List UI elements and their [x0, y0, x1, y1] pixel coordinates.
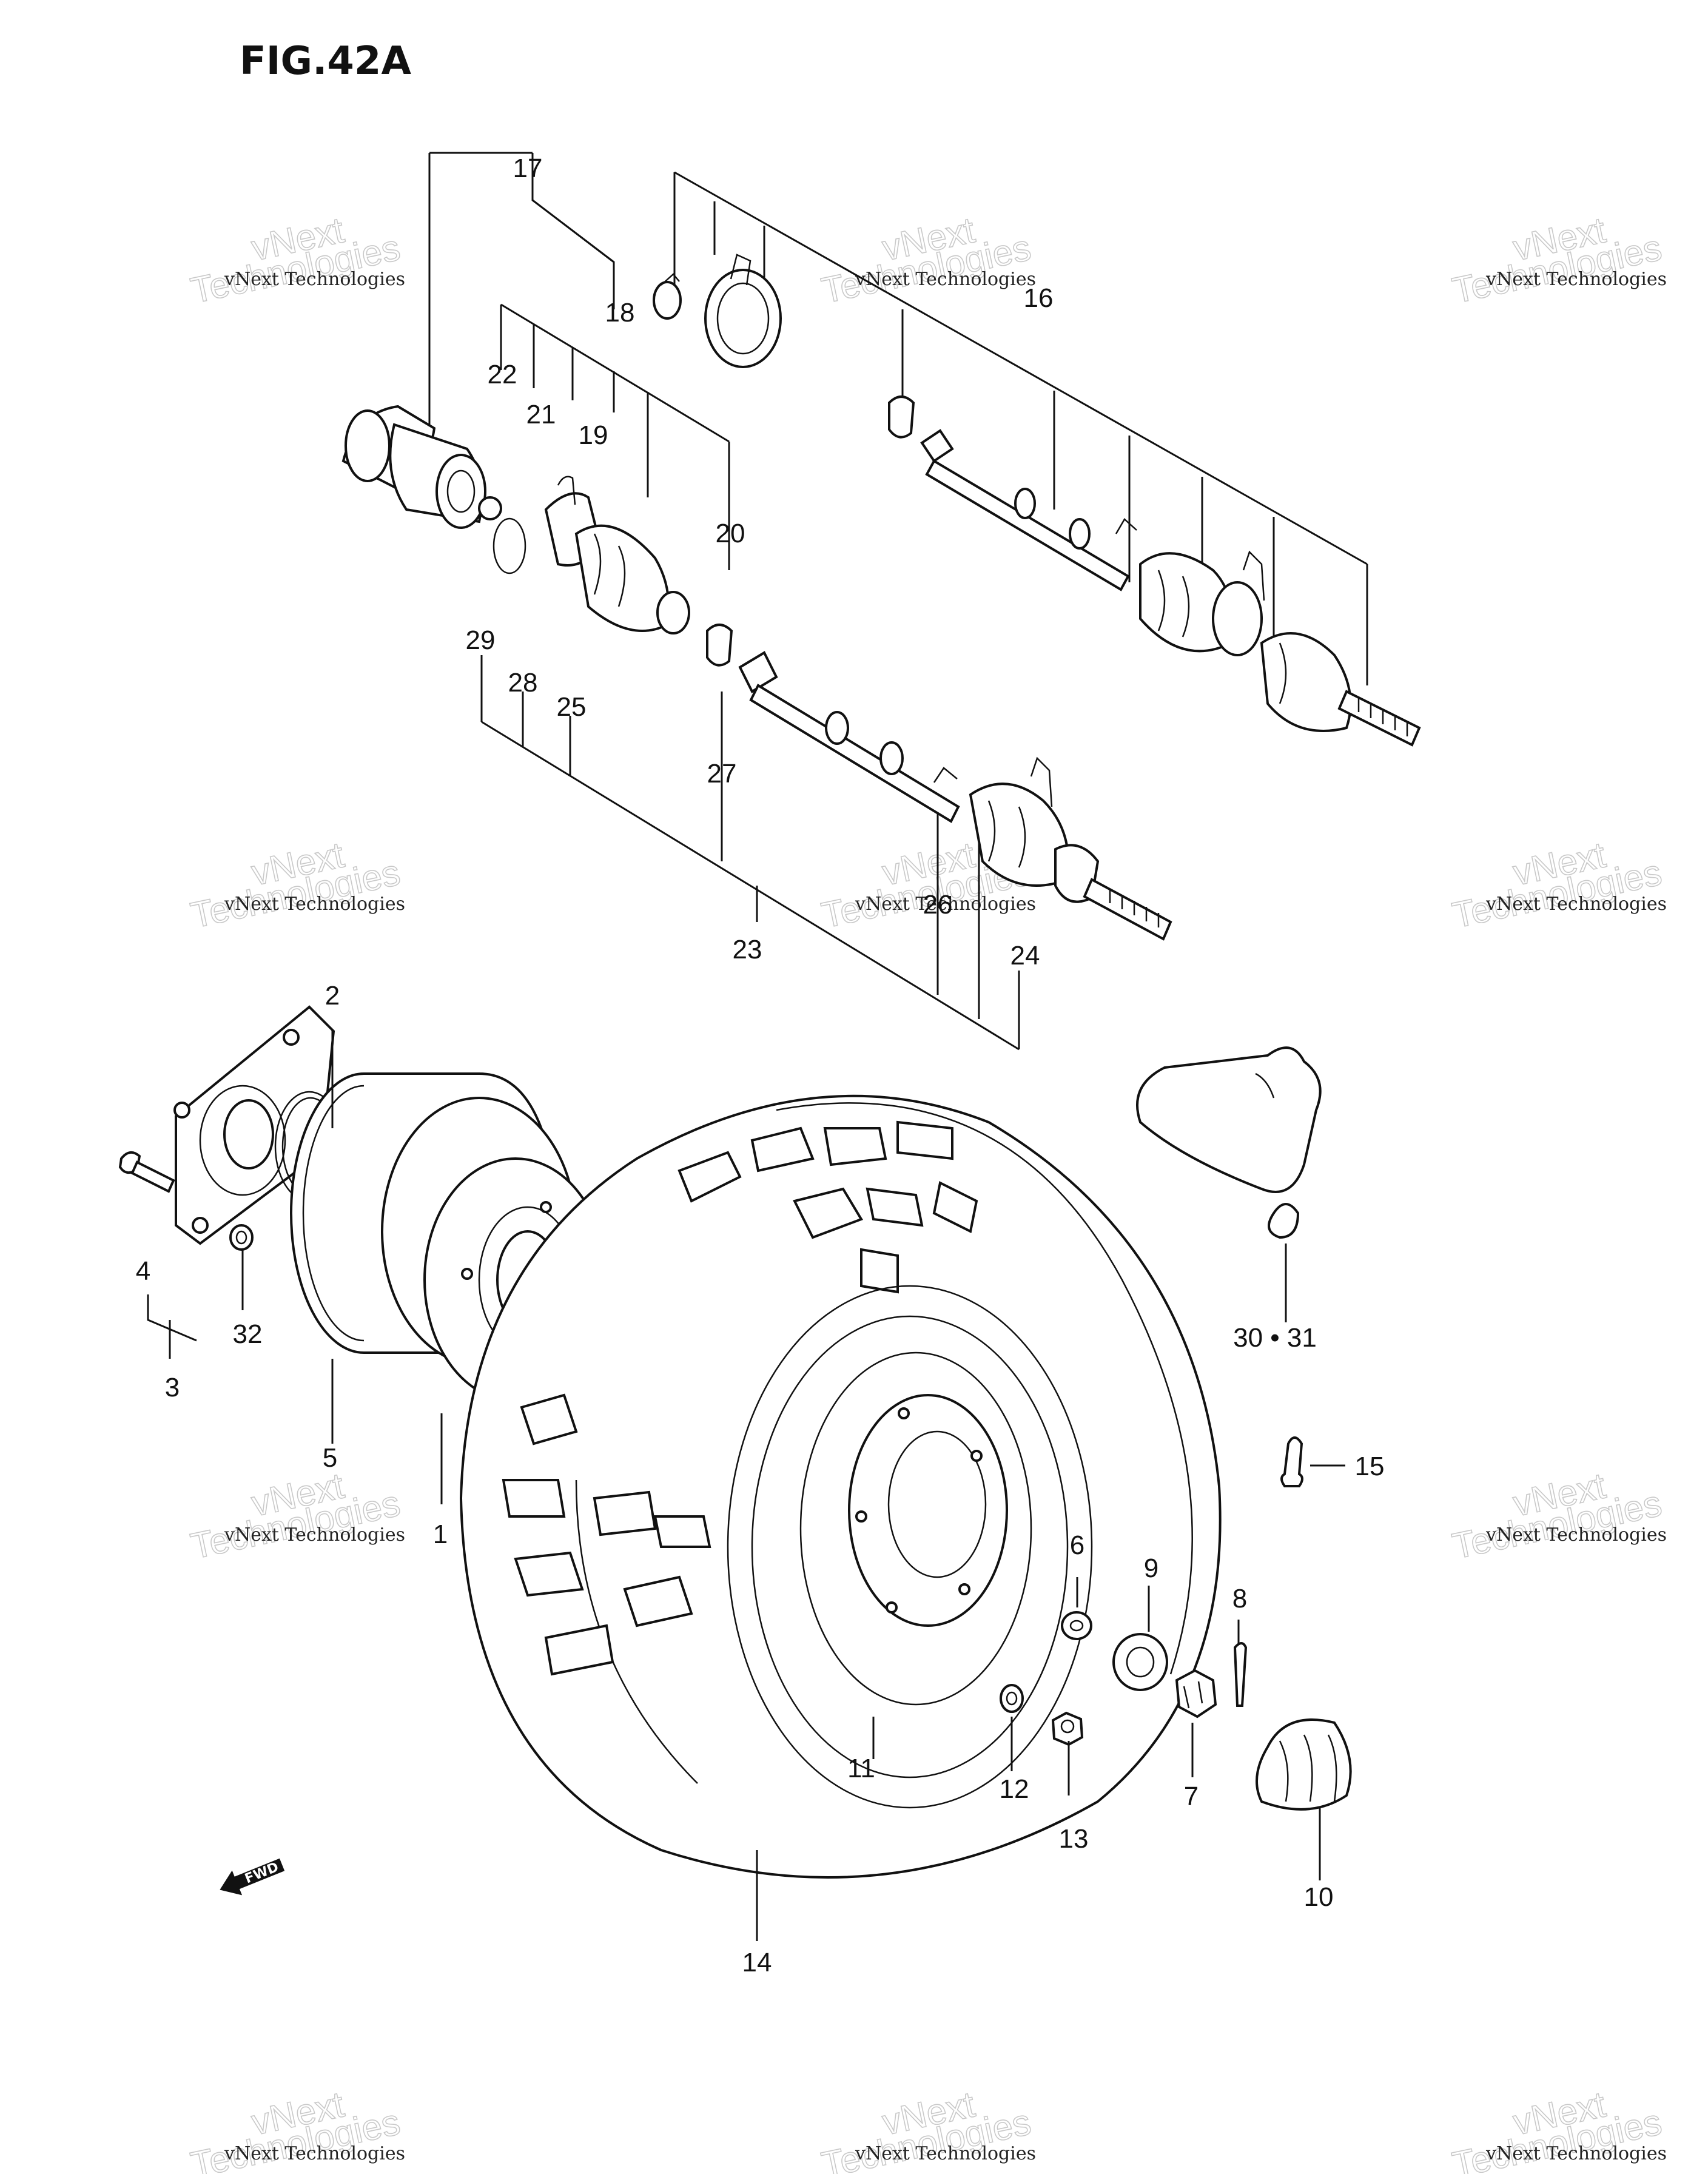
- washer-9: [1112, 1633, 1168, 1691]
- inner-cv-joint: [341, 405, 690, 634]
- lug-nut-13: [1051, 1711, 1084, 1746]
- assembly-bracket-17: [428, 152, 615, 425]
- callout-23: 23: [733, 935, 762, 964]
- callout-18: 18: [605, 298, 635, 328]
- callout-22: 22: [488, 360, 517, 389]
- valve-stem: [1280, 1436, 1303, 1487]
- callout-21: 21: [526, 400, 556, 429]
- callout-6: 6: [1070, 1530, 1084, 1560]
- hub-cap-10: [1256, 1718, 1352, 1811]
- callout-32: 32: [233, 1319, 263, 1349]
- callout-26: 26: [923, 890, 953, 920]
- figure-title: FIG.42A: [240, 39, 411, 84]
- callout-27: 27: [707, 759, 737, 789]
- assembly-bracket-16: [673, 171, 1368, 685]
- watermark-small-text: vNext Technologies: [224, 1524, 405, 1546]
- watermark-small-text: vNext Technologies: [1485, 1524, 1667, 1546]
- leader-lines: [147, 692, 1345, 1941]
- callout-labels: 17 18 16 22 21 19 20 29 28 25 27 26 23 2…: [136, 153, 1385, 1977]
- callout-17: 17: [513, 153, 543, 183]
- assembly-bracket-23: [480, 303, 1020, 1051]
- callout-2: 2: [325, 981, 340, 1011]
- callout-4: 4: [136, 1256, 150, 1286]
- boot-clamp-large: [704, 254, 782, 368]
- callout-28: 28: [508, 668, 538, 698]
- castle-nut-7: [1175, 1669, 1217, 1718]
- mud-guard-cover: [1136, 1046, 1322, 1239]
- watermark-small-text: vNext Technologies: [224, 269, 405, 290]
- callout-16: 16: [1024, 283, 1054, 313]
- washer-6: [1061, 1611, 1092, 1640]
- callout-10: 10: [1304, 1882, 1334, 1912]
- fwd-arrow-icon: FWD: [220, 1858, 285, 1896]
- callout-13: 13: [1059, 1824, 1089, 1854]
- axle-shaft-16: [888, 395, 1421, 747]
- watermark-small-text: vNext Technologies: [1485, 269, 1667, 290]
- callout-5: 5: [323, 1443, 337, 1473]
- callout-14: 14: [742, 1948, 772, 1977]
- callout-7: 7: [1184, 1782, 1199, 1811]
- washer-12: [1000, 1684, 1024, 1713]
- callout-3: 3: [165, 1373, 180, 1402]
- watermark-small-text: vNext Technologies: [855, 269, 1036, 290]
- callout-20: 20: [716, 519, 745, 548]
- callout-25: 25: [557, 692, 587, 722]
- callout-9: 9: [1144, 1553, 1158, 1583]
- callout-29: 29: [466, 625, 496, 655]
- watermark-small-text: vNext Technologies: [1485, 2143, 1667, 2164]
- callout-24: 24: [1010, 941, 1040, 971]
- callout-30-31: 30 • 31: [1233, 1323, 1317, 1353]
- washer-32: [229, 1224, 254, 1251]
- watermark-small-text: vNext Technologies: [855, 2143, 1036, 2164]
- watermark-small-text: vNext Technologies: [224, 893, 405, 915]
- callout-1: 1: [433, 1519, 448, 1549]
- callout-19: 19: [579, 420, 608, 450]
- watermark-small-text: vNext Technologies: [1485, 893, 1667, 915]
- callout-11: 11: [847, 1754, 875, 1783]
- cotter-pin-8: [1233, 1642, 1248, 1707]
- tire: [459, 1094, 1222, 1879]
- watermark-small-text: vNext Technologies: [224, 2143, 405, 2164]
- watermark-small-text: vNext Technologies: [855, 893, 1036, 915]
- hub-bolt: [118, 1151, 175, 1193]
- callout-12: 12: [1000, 1774, 1029, 1804]
- callout-15: 15: [1355, 1452, 1385, 1481]
- hub-carrier-plate: [173, 1005, 335, 1245]
- callout-8: 8: [1232, 1584, 1247, 1614]
- axle-shaft-23: [706, 624, 1172, 941]
- wheel-rim: [727, 1285, 1093, 1809]
- boot-clamp-small: [653, 273, 682, 320]
- fwd-label: FWD: [243, 1860, 281, 1887]
